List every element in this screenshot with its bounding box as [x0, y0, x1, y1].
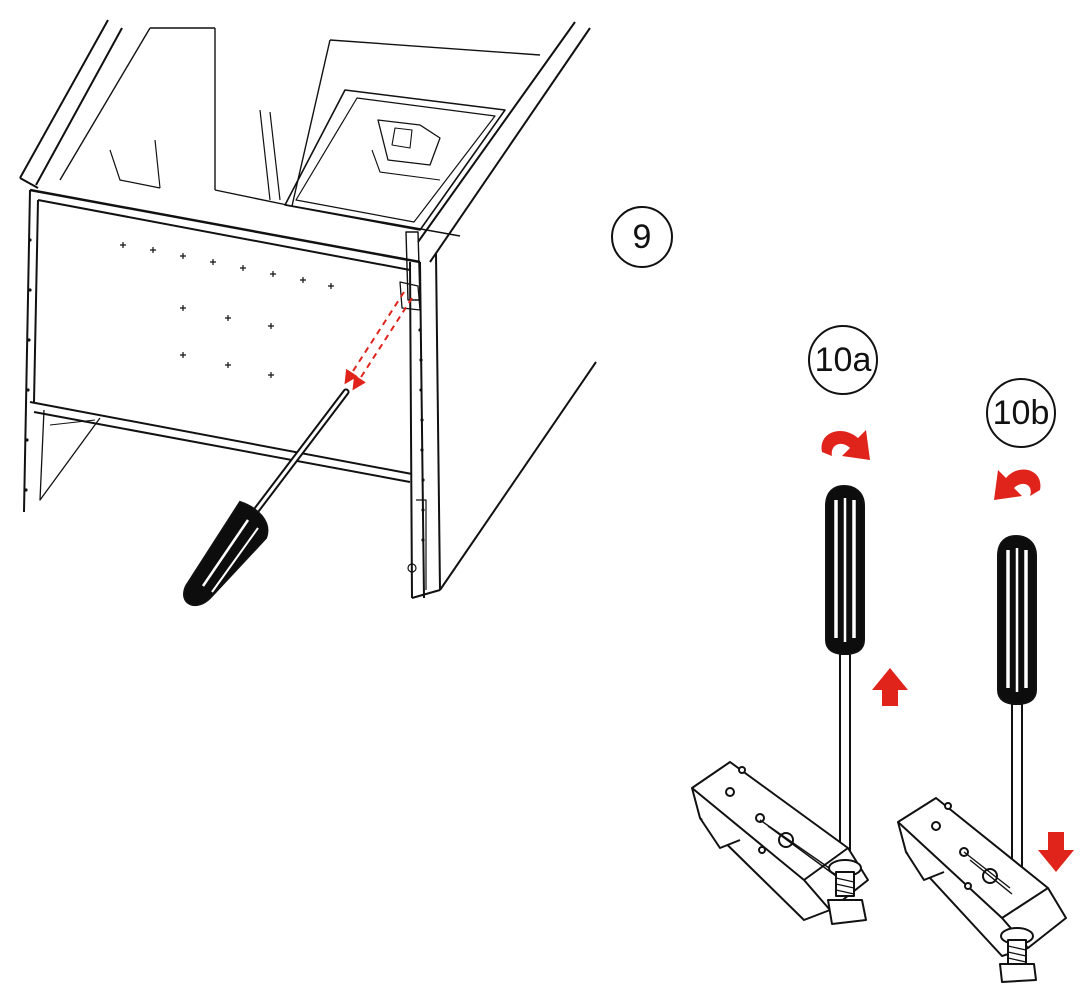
cabinet-illustration: [19, 19, 597, 599]
screw-removal-arrow: [344, 291, 413, 391]
step-10a-label: 10a: [808, 325, 878, 395]
step-10b-label: 10b: [986, 378, 1056, 448]
screwdriver-icon: [825, 484, 865, 865]
step-9-label: 9: [611, 206, 673, 268]
foot-bracket-illustration: [691, 761, 869, 925]
up-arrow-icon: [872, 668, 908, 706]
cabinet-rail-holes: [24, 238, 425, 542]
cabinet-front-marks: [120, 242, 334, 378]
down-arrow-icon: [1038, 832, 1074, 872]
rotate-counterclockwise-arrow-icon: [994, 469, 1041, 500]
rotate-clockwise-arrow-icon: [821, 430, 870, 460]
screwdriver-icon: [183, 388, 350, 607]
foot-bracket-illustration: [897, 797, 1067, 983]
